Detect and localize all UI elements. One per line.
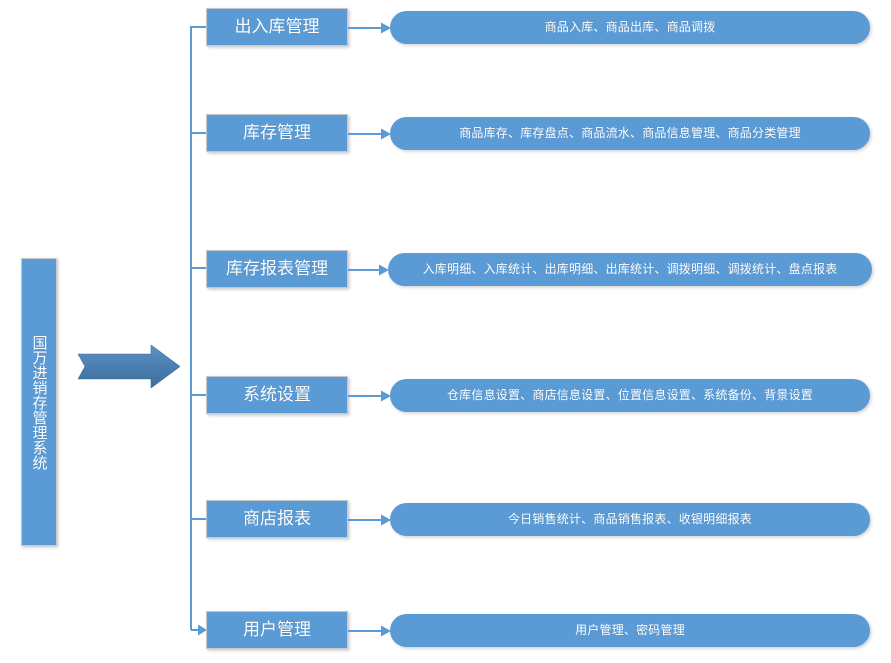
detail-pill-1[interactable]: 商品库存、库存盘点、商品流水、商品信息管理、商品分类管理 xyxy=(390,117,870,150)
detail-pill-label: 仓库信息设置、商店信息设置、位置信息设置、系统备份、背景设置 xyxy=(446,388,813,402)
module-row: 出入库管理 商品入库、商品出库、商品调拨 xyxy=(0,8,891,48)
system-title-label: 国万进销存管理系统 xyxy=(30,334,48,470)
detail-pill-label: 今日销售统计、商品销售报表、收银明细报表 xyxy=(507,512,752,526)
module-box-label: 库存报表管理 xyxy=(226,259,328,278)
module-box-label: 库存管理 xyxy=(243,123,311,142)
detail-pill-label: 用户管理、密码管理 xyxy=(575,623,685,637)
module-box-4[interactable]: 商店报表 xyxy=(206,500,348,538)
module-box-1[interactable]: 库存管理 xyxy=(206,114,348,152)
module-box-label: 系统设置 xyxy=(243,385,311,404)
module-box-0[interactable]: 出入库管理 xyxy=(206,8,348,46)
detail-pill-5[interactable]: 用户管理、密码管理 xyxy=(390,614,870,647)
module-box-3[interactable]: 系统设置 xyxy=(206,376,348,414)
row-connector-arrow-1 xyxy=(348,128,391,140)
block-arrow-right-icon xyxy=(77,344,181,389)
module-box-5[interactable]: 用户管理 xyxy=(206,611,348,649)
module-row: 库存管理 商品库存、库存盘点、商品流水、商品信息管理、商品分类管理 xyxy=(0,114,891,154)
detail-pill-0[interactable]: 商品入库、商品出库、商品调拨 xyxy=(390,11,870,44)
detail-pill-label: 入库明细、入库统计、出库明细、出库统计、调拨明细、调拨统计、盘点报表 xyxy=(422,262,838,276)
row-connector-arrow-4 xyxy=(348,514,391,526)
detail-pill-2[interactable]: 入库明细、入库统计、出库明细、出库统计、调拨明细、调拨统计、盘点报表 xyxy=(388,253,872,286)
detail-pill-label: 商品入库、商品出库、商品调拨 xyxy=(544,20,716,34)
system-title-bar[interactable]: 国万进销存管理系统 xyxy=(21,258,57,546)
detail-pill-label: 商品库存、库存盘点、商品流水、商品信息管理、商品分类管理 xyxy=(459,126,801,140)
row-connector-arrow-5 xyxy=(348,625,391,637)
module-row: 库存报表管理 入库明细、入库统计、出库明细、出库统计、调拨明细、调拨统计、盘点报… xyxy=(0,250,891,290)
module-box-label: 商店报表 xyxy=(243,509,311,528)
row-connector-arrow-3 xyxy=(348,390,391,402)
detail-pill-4[interactable]: 今日销售统计、商品销售报表、收银明细报表 xyxy=(390,503,870,536)
module-row: 系统设置 仓库信息设置、商店信息设置、位置信息设置、系统备份、背景设置 xyxy=(0,376,891,416)
module-row: 商店报表 今日销售统计、商品销售报表、收银明细报表 xyxy=(0,500,891,540)
module-box-label: 出入库管理 xyxy=(234,17,320,36)
row-connector-arrow-0 xyxy=(348,22,391,34)
module-box-2[interactable]: 库存报表管理 xyxy=(206,250,348,288)
detail-pill-3[interactable]: 仓库信息设置、商店信息设置、位置信息设置、系统备份、背景设置 xyxy=(390,379,870,412)
module-row: 用户管理 用户管理、密码管理 xyxy=(0,611,891,651)
row-connector-arrow-2 xyxy=(348,264,389,276)
module-box-label: 用户管理 xyxy=(243,620,311,639)
